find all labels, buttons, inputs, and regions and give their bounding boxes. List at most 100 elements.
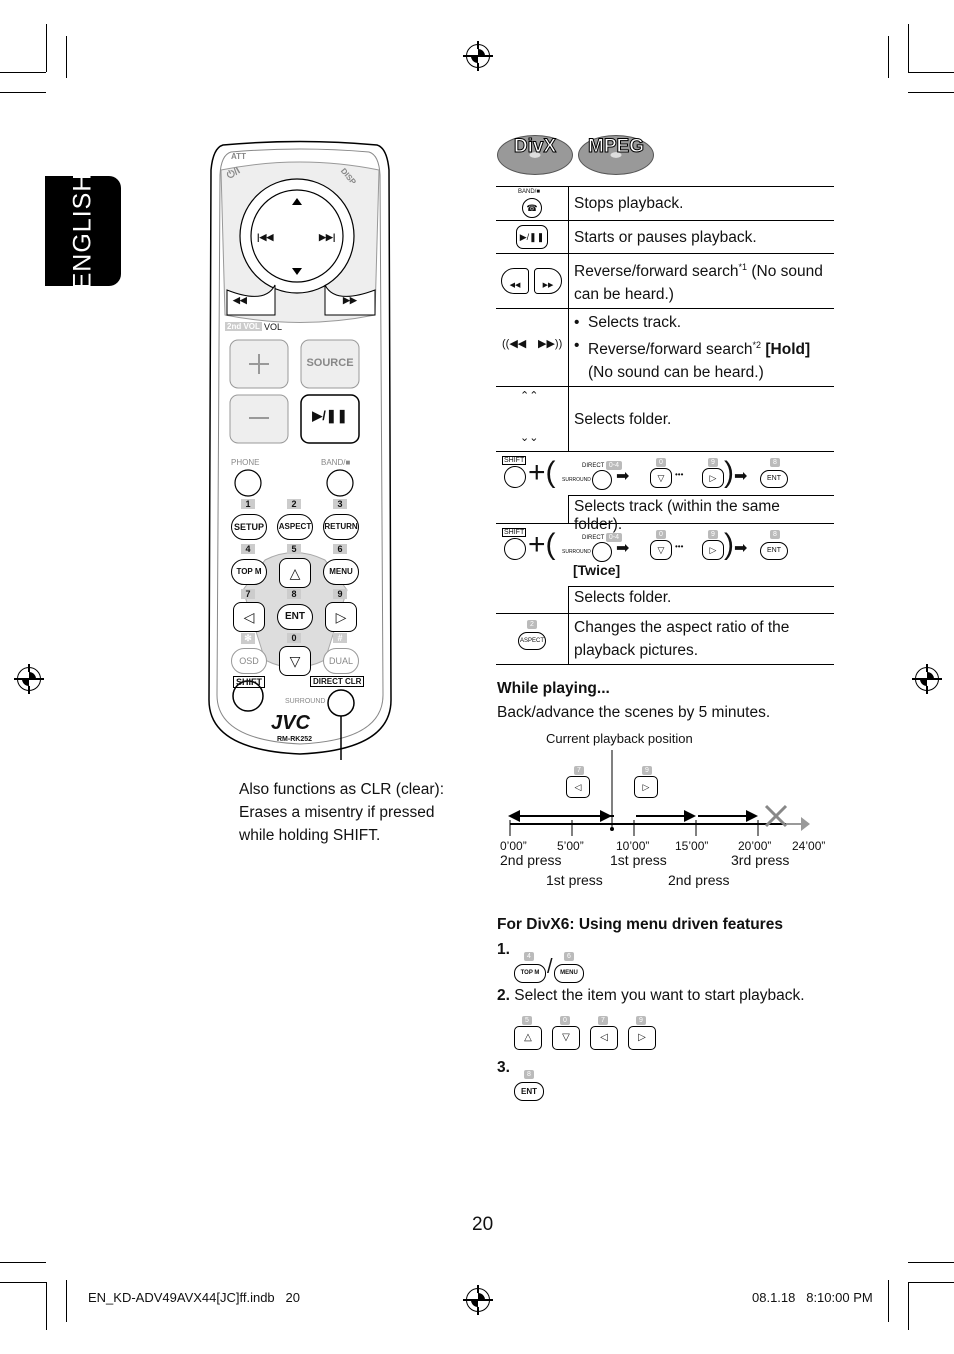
num-7: 7 (241, 589, 255, 599)
table-row: SHIFT +( DIRECT 0-4 SURROUND ➡ 0 ▽ ••• 9… (496, 523, 834, 615)
tag-4: 4 (524, 952, 534, 961)
table-row: ((◀◀ ▶▶)) •Selects track. •Reverse/forwa… (496, 308, 834, 388)
step-2: 2. Select the item you want to start pla… (497, 987, 805, 1005)
step1-buttons: 4 TOP M / 6 MENU (514, 952, 594, 984)
crop-mark (0, 1282, 46, 1283)
num-4: 4 (241, 544, 255, 554)
prev-icon[interactable]: |◀◀ (257, 232, 274, 242)
play-pause-button[interactable]: ▶/❚❚ (312, 408, 348, 423)
folder-up-icon: ⌃⌃ (520, 390, 539, 403)
while-playing-heading: While playing... (497, 680, 610, 697)
fastforward-icon[interactable]: ▶▶ (343, 295, 357, 305)
down-button[interactable]: ▽ (279, 646, 311, 676)
crop-mark (46, 24, 47, 72)
bullet-text: Reverse/forward search (588, 341, 753, 359)
search-text: Reverse/forward search (574, 263, 739, 281)
table-row: 2 ASPECT Changes the aspect ratio of the… (496, 613, 834, 666)
rewind-icon[interactable]: ◀◀ (233, 295, 247, 305)
while-playing-desc: Back/advance the scenes by 5 minutes. (497, 704, 771, 721)
seq-shift-label: SHIFT (502, 456, 527, 466)
table-cell-icon: ((◀◀ ▶▶)) (496, 308, 569, 388)
next-icon[interactable]: ▶▶| (319, 232, 336, 242)
aspect-tag: 2 (527, 620, 537, 630)
seq-right-icon: ▷ (702, 468, 724, 489)
mpeg-disc-icon: MPEG (578, 135, 654, 175)
seq-ent-icon: ENT (760, 542, 788, 561)
ent-button[interactable]: ENT (277, 604, 313, 630)
left-button[interactable]: ◁ (233, 602, 265, 632)
seq-right-icon: ▷ (702, 540, 724, 561)
osd-button[interactable]: OSD (231, 648, 267, 674)
row-text: Selects folder. (568, 586, 834, 615)
right-button[interactable]: ▷ (325, 602, 357, 632)
seq-direct-label: DIRECT 0-4 (582, 461, 623, 471)
seq-plus: +( (528, 456, 556, 490)
star-tag: ✻ (241, 633, 255, 644)
crop-mark (908, 1282, 909, 1330)
num-2: 2 (287, 499, 301, 509)
dual-button[interactable]: DUAL (323, 648, 359, 674)
jvc-logo: JVC (271, 712, 310, 734)
press-label: 1st press (546, 872, 603, 888)
tag-5: 5 (522, 1016, 532, 1025)
topm-button-icon: TOP M (514, 964, 546, 983)
table-row: SHIFT +( DIRECT 0-4 SURROUND ➡ 0 ▽ ••• 9… (496, 451, 834, 533)
return-button[interactable]: RETURN (323, 514, 359, 540)
tick-label: 20’00” (738, 839, 772, 853)
table-row: ⌃⌃ ⌄⌄ Selects folder. (496, 386, 834, 453)
aspect-icon: ASPECT (518, 632, 546, 651)
band-label: BAND/■ (321, 458, 351, 467)
crop-mark (0, 72, 46, 73)
tag-6: 6 (564, 952, 574, 961)
direct-label: DIRECT (313, 677, 343, 686)
row-text: Selects folder. (568, 386, 834, 453)
table-cell-icon: ⌃⌃ ⌄⌄ (496, 386, 569, 453)
seq-tag-0: 0 (656, 458, 666, 468)
menu-button-icon: MENU (554, 964, 584, 983)
divx-label: DivX (513, 136, 557, 158)
tick-label: 0’00” (500, 839, 527, 853)
att-label: ATT (231, 152, 246, 161)
table-row: ▶/❚❚ Starts or pauses playback. (496, 220, 834, 254)
table-row: BAND/■ ☎ Stops playback. (496, 186, 834, 221)
crop-mark (908, 1282, 954, 1283)
vol-label: VOL (264, 322, 283, 332)
shift-direct-sequence-twice: SHIFT +( DIRECT 0-4 SURROUND ➡ 0 ▽ ••• 9… (502, 528, 832, 568)
english-side-tab: ENGLISH (45, 173, 121, 289)
table-cell-icon: ▶/❚❚ (496, 220, 569, 254)
clr-label: CLR (345, 677, 362, 686)
setup-button[interactable]: SETUP (231, 514, 267, 540)
source-button[interactable]: SOURCE (306, 357, 354, 369)
up-button[interactable]: △ (279, 558, 311, 588)
table-cell-icon: BAND/■ ☎ (496, 186, 569, 221)
num-1: 1 (241, 499, 255, 509)
seq-tag-9: 9 (708, 530, 718, 540)
seq-arrow: ➡ (616, 468, 630, 486)
aspect-button[interactable]: ASPECT (277, 514, 313, 540)
seq-direct-text: DIRECT (582, 463, 605, 470)
down-button-icon: ▽ (552, 1026, 580, 1050)
menu-button[interactable]: MENU (323, 559, 359, 585)
crop-mark (908, 72, 954, 73)
crop-mark (908, 1262, 954, 1263)
seq-tag-0: 0 (656, 530, 666, 540)
crop-mark (46, 1282, 47, 1330)
surround-label: SURROUND (285, 698, 326, 705)
num-0: 0 (287, 633, 301, 643)
step2-buttons: 5 △ 0 ▽ 7 ◁ 9 ▷ (510, 1016, 660, 1054)
hold-text: [Hold] (765, 341, 811, 359)
press-label: 1st press (610, 852, 667, 868)
seq-direct-tag: 0-4 (605, 461, 623, 471)
crop-mark (66, 1280, 67, 1322)
remote-outline (208, 140, 392, 760)
row-text: •Selects track. •Reverse/forward search*… (568, 308, 834, 388)
hold-rest: (No sound can be heard.) (588, 364, 764, 382)
step-number: 1. (497, 941, 510, 958)
top-menu-button[interactable]: TOP M (231, 559, 267, 585)
phone-label: PHONE (231, 458, 260, 467)
tag-7: 7 (574, 766, 584, 775)
seq-down-icon: ▽ (650, 540, 672, 561)
press-label: 2nd press (668, 872, 730, 888)
tag-7: 7 (598, 1016, 608, 1025)
row-text: Stops playback. (568, 186, 834, 221)
